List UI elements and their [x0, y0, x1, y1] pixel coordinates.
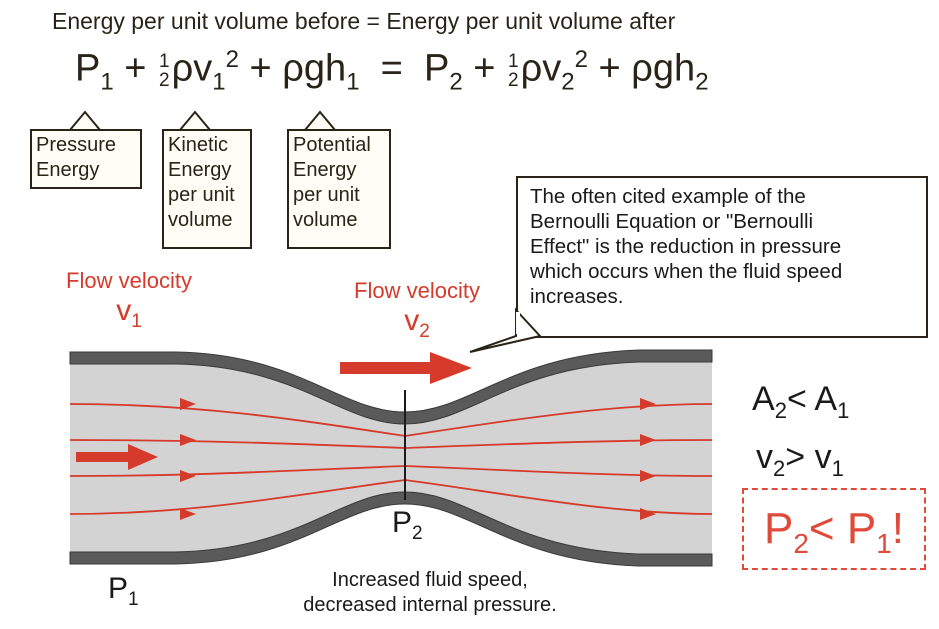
pipe-top-wall — [69, 349, 713, 425]
flow-arrows — [76, 352, 472, 470]
flow-arrow-1-shaft — [76, 452, 132, 462]
eq-p2-sub: 2 — [449, 68, 463, 96]
eq-rho-v2: ρv — [520, 47, 562, 90]
eq-rho-gh2: ρgh — [631, 47, 696, 90]
arrow-s2-a — [180, 434, 196, 446]
pressure-result: P2< P1! — [742, 488, 926, 570]
eq-v2-sq: 2 — [574, 46, 588, 73]
eq-p2: P — [424, 47, 450, 90]
flow-velocity-2: Flow velocity v2 — [354, 278, 480, 342]
eq-h2-sub: 2 — [695, 68, 709, 96]
heading: Energy per unit volume before = Energy p… — [52, 8, 676, 34]
velocity-relation: v2> v1 — [756, 438, 844, 481]
flow-arrow-2-shaft — [340, 362, 434, 374]
p2-label: P2 — [392, 506, 423, 544]
arrow-s2-b — [640, 434, 656, 446]
fluid-region — [70, 358, 712, 556]
eq-p1-sub: 1 — [100, 68, 114, 96]
arrow-s1-b — [640, 398, 656, 410]
pointer-pressure — [69, 110, 101, 131]
pipe-bottom-wall — [69, 491, 713, 567]
flow-velocity-1: Flow velocity v1 — [66, 268, 192, 332]
eq-p1: P — [75, 47, 101, 90]
eq-plus-1: + — [124, 47, 147, 90]
pointer-kinetic — [179, 110, 211, 131]
eq-h1-sub: 1 — [346, 68, 360, 96]
pointer-potential — [304, 110, 336, 131]
eq-rho-gh1: ρgh — [282, 47, 347, 90]
eq-v2-sub: 2 — [561, 68, 575, 96]
eq-plus-3: + — [473, 47, 496, 90]
eq-equals: = — [380, 47, 403, 90]
arrow-s4-a — [180, 508, 196, 520]
flow-arrow-1-head — [128, 444, 158, 470]
arrow-s1-a — [180, 398, 196, 410]
p1-label: P1 — [108, 572, 139, 610]
area-relation: A2< A1 — [752, 380, 850, 423]
eq-plus-4: + — [598, 47, 621, 90]
caption: Increased fluid speed,decreased internal… — [303, 569, 557, 616]
arrow-s3-a — [180, 470, 196, 482]
eq-v1-sq: 2 — [225, 46, 239, 73]
arrow-s4-b — [640, 508, 656, 520]
eq-v1-sub: 1 — [212, 68, 226, 96]
streamline-arrows — [180, 398, 656, 520]
flow-arrow-2-head — [430, 352, 472, 384]
eq-rho-v1: ρv — [171, 47, 213, 90]
eq-plus-2: + — [249, 47, 272, 90]
arrow-s3-b — [640, 470, 656, 482]
